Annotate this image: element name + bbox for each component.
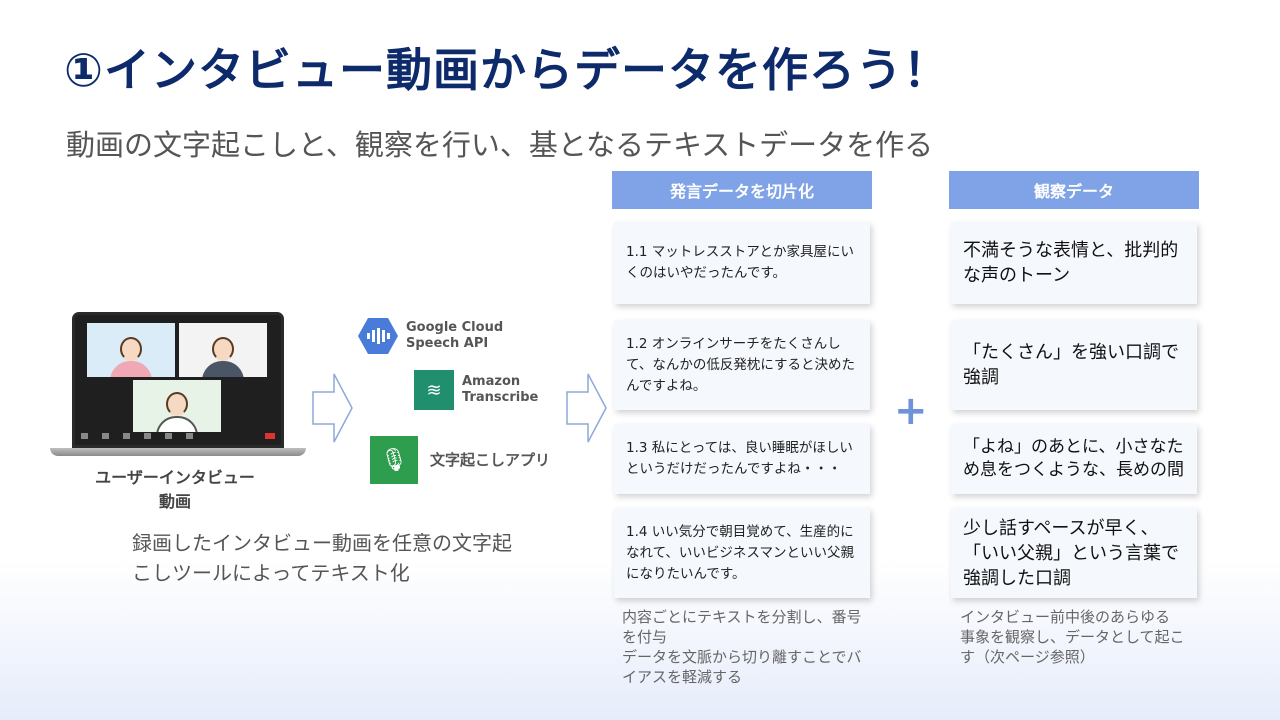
- laptop-label: ユーザーインタビュー 動画: [95, 468, 255, 511]
- video-tile-participant-1: [87, 323, 175, 377]
- observation-note: インタビュー前中後のあらゆる 事象を観察し、データとして起こ す（次ページ参照）: [960, 608, 1185, 666]
- observation-card-2: 「たくさん」を強い口調で強調: [951, 320, 1197, 410]
- transcription-description: 録画したインタビュー動画を任意の文字起 こしツールによってテキスト化: [132, 531, 512, 585]
- observation-card-4: 少し話すペースが早く、「いい父親」という言葉で強調した口調: [951, 508, 1197, 598]
- tool-transcription-app: 🎙 文字起こしアプリ: [370, 436, 550, 484]
- participant-man-icon: [200, 333, 246, 377]
- laptop-video-call-illustration: [50, 312, 306, 458]
- arrow-right-icon-2: [566, 373, 607, 443]
- video-call-toolbar: [81, 431, 275, 441]
- observation-card-3: 「よね」のあとに、小さなため息をつくような、長めの間: [951, 424, 1197, 494]
- arrow-right-icon: [312, 373, 353, 443]
- participant-woman-icon: [108, 333, 154, 377]
- page-subtitle: 動画の文字起こしと、観察を行い、基となるテキストデータを作る: [66, 128, 934, 162]
- google-cloud-speech-icon: [358, 318, 398, 354]
- laptop-base: [50, 448, 306, 456]
- video-tile-participant-2: [179, 323, 267, 377]
- utterance-card-3: 1.3 私にとっては、良い睡眠がほしいというだけだったんですよね・・・: [614, 424, 870, 494]
- plus-icon: +: [894, 388, 928, 434]
- utterance-card-4: 1.4 いい気分で朝目覚めて、生産的になれて、いいビジネスマンといい父親になりた…: [614, 508, 870, 598]
- tool-amazon-transcribe: ≋ Amazon Transcribe: [414, 370, 538, 410]
- observation-card-1: 不満そうな表情と、批判的な声のトーン: [951, 222, 1197, 304]
- participant-person-icon: [154, 388, 200, 432]
- utterance-note: 内容ごとにテキストを分割し、番号 を付与 データを文脈から切り離すことでバ イア…: [622, 608, 862, 686]
- observation-column-header: 観察データ: [949, 171, 1199, 209]
- utterance-card-2: 1.2 オンラインサーチをたくさんして、なんかの低反発枕にすると決めたんですよね…: [614, 320, 870, 410]
- tool-google-cloud-speech: Google Cloud Speech API: [358, 318, 503, 354]
- page-title: ①インタビュー動画からデータを作ろう！: [64, 43, 950, 97]
- utterance-card-1: 1.1 マットレスストアとか家具屋にいくのはいやだったんです。: [614, 222, 870, 304]
- amazon-transcribe-icon: ≋: [414, 370, 454, 410]
- laptop-screen: [72, 312, 284, 448]
- video-tile-participant-3: [133, 380, 221, 432]
- transcription-app-icon: 🎙: [370, 436, 418, 484]
- utterance-column-header: 発言データを切片化: [612, 171, 872, 209]
